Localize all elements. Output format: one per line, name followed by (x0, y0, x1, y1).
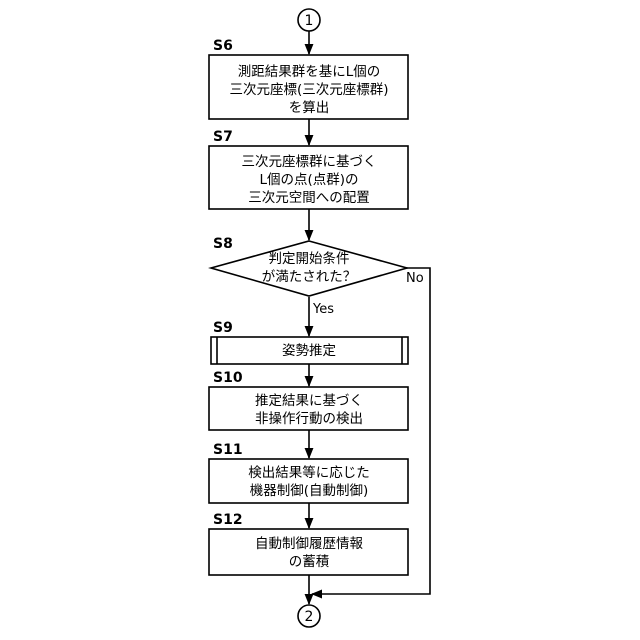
step-s11-line-2: 機器制御(自動制御) (250, 483, 369, 499)
step-s7-line-3: 三次元空間への配置 (248, 190, 370, 206)
connector-start: 1 (298, 9, 320, 31)
step-s7-label: S7 (213, 129, 233, 145)
step-s6-line-3: を算出 (289, 100, 330, 116)
step-s11-line-1: 検出結果等に応じた (248, 464, 370, 481)
connector-end-number: 2 (305, 609, 314, 625)
step-s6-line-2: 三次元座標(三次元座標群) (229, 82, 388, 98)
step-s10-label: S10 (213, 370, 243, 386)
step-s7-line-2: L個の点(点群)の (259, 172, 358, 188)
step-s12-line-1: 自動制御履歴情報 (255, 536, 363, 552)
step-s7-line-1: 三次元座標群に基づく (242, 153, 377, 170)
step-s11-label: S11 (213, 442, 243, 458)
step-s12-line-2: の蓄積 (289, 554, 330, 570)
step-s12-label: S12 (213, 512, 243, 528)
step-s8-label: S8 (213, 236, 233, 252)
step-s8-decision: S8 判定開始条件 が満たされた？ Yes No (211, 236, 424, 317)
step-s9-label: S9 (213, 320, 233, 336)
connector-end: 2 (298, 605, 320, 627)
step-s9-line-1: 姿勢推定 (282, 343, 336, 359)
step-s10-line-1: 推定結果に基づく (255, 392, 363, 409)
step-s8-line-1: 判定開始条件 (269, 250, 350, 267)
connector-start-number: 1 (305, 13, 314, 29)
step-s6-line-1: 測距結果群を基にL個の (238, 63, 381, 80)
branch-yes-label: Yes (312, 302, 334, 317)
step-s10-line-2: 非操作行動の検出 (255, 411, 363, 427)
step-s6-label: S6 (213, 38, 233, 54)
branch-no-label: No (406, 271, 424, 286)
step-s8-line-2: が満たされた？ (262, 269, 357, 285)
